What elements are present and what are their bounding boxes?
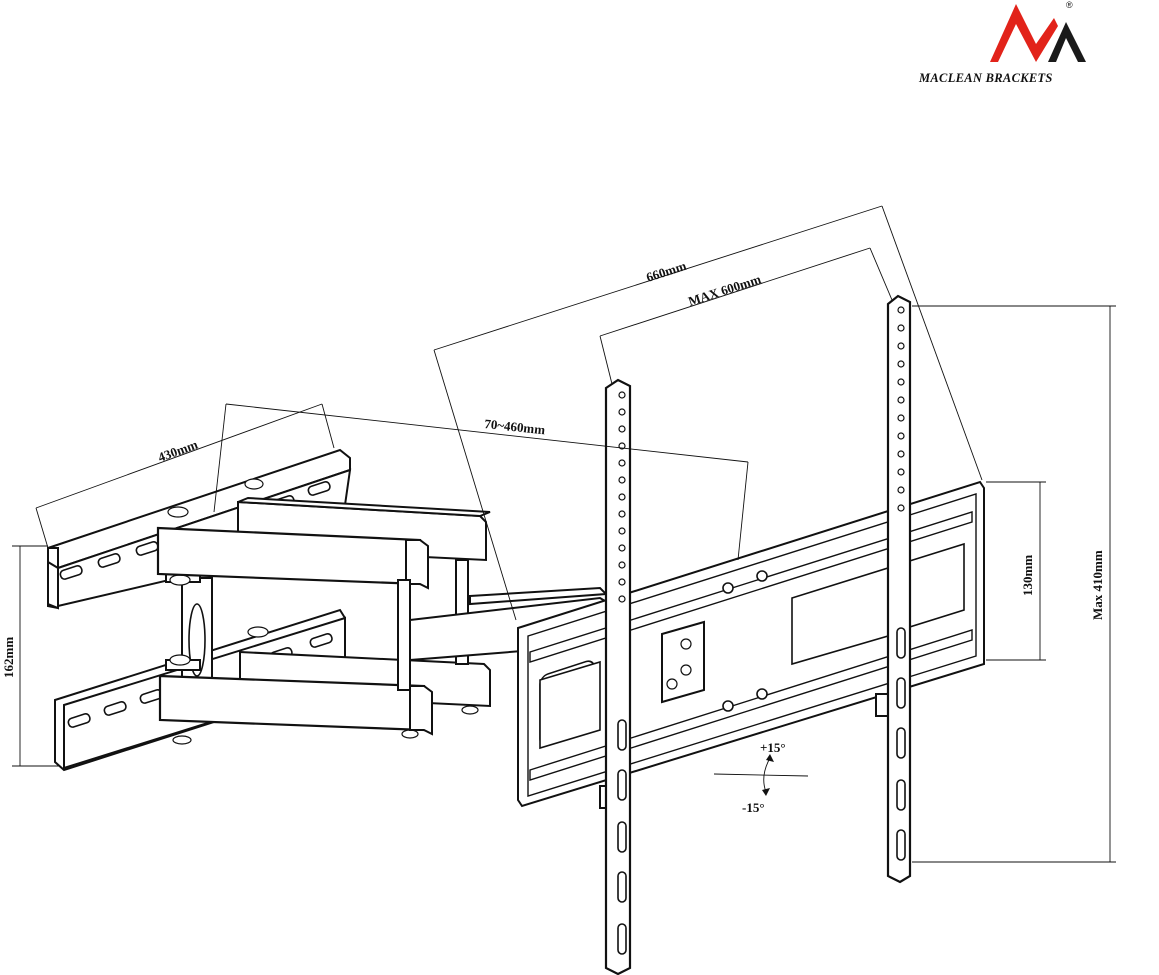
dim-max-vesa-horizontal: MAX 600mm	[686, 271, 763, 309]
strap-left-holes	[617, 391, 627, 955]
wall-plate-slots-upper	[59, 481, 331, 580]
dim-panel-height: 130mm	[1020, 555, 1035, 596]
dim-wall-plate-width: 430mm	[156, 437, 200, 465]
vertical-strap-left	[604, 378, 632, 975]
dim-tilt-down: -15°	[742, 800, 765, 815]
brand-logo: ® MACLEAN BRACKETS	[918, 0, 1086, 85]
dim-overall-width: 660mm	[644, 258, 688, 285]
brand-name: MACLEAN BRACKETS	[918, 71, 1053, 85]
registered-mark: ®	[1066, 0, 1073, 10]
strap-right-holes	[896, 306, 906, 861]
dim-max-vesa-vertical: Max 410mm	[1090, 550, 1105, 620]
dimension-lines	[12, 205, 1116, 863]
dim-extension-range: 70~460mm	[484, 416, 546, 437]
vertical-strap-right	[886, 294, 912, 884]
logo-red-m	[990, 4, 1058, 62]
tv-mounting-plate	[517, 480, 985, 809]
dim-wall-plate-height: 162mm	[1, 637, 16, 678]
dim-tilt-up: +15°	[760, 740, 786, 755]
logo-dark-a	[1048, 22, 1086, 62]
